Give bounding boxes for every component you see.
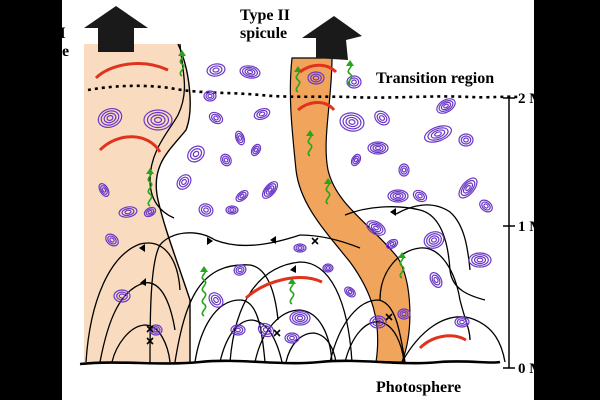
eddy	[220, 153, 232, 167]
eddy	[458, 133, 474, 147]
scale-tick-2mm: 2 Mm	[518, 91, 556, 107]
eddy	[176, 174, 192, 190]
photosphere-line	[79, 359, 501, 366]
eddy	[253, 107, 271, 121]
eddy	[284, 332, 300, 344]
eddy	[344, 286, 356, 298]
type2-label-line2: spicule	[240, 25, 287, 42]
eddy	[198, 203, 214, 217]
eddy	[339, 112, 365, 132]
wave-arrowheads	[146, 50, 406, 284]
eddy	[118, 206, 138, 218]
eddy	[289, 310, 311, 326]
eddy	[293, 243, 307, 253]
eddy	[385, 238, 399, 250]
eddy	[234, 130, 246, 146]
eddy	[206, 63, 226, 77]
eddy	[366, 220, 386, 236]
eddy	[257, 322, 275, 338]
type1-arrow	[84, 6, 148, 52]
eddy	[230, 324, 246, 336]
eddy	[374, 110, 390, 126]
eddy	[367, 141, 389, 155]
eddy	[454, 316, 470, 328]
eddy	[113, 289, 131, 303]
type2-label-line1: Type II	[240, 7, 290, 24]
eddy	[225, 205, 239, 215]
eddy	[203, 90, 217, 102]
eddy	[369, 315, 387, 329]
type1-spicule	[84, 44, 191, 362]
eddies	[97, 63, 493, 344]
eddy	[105, 233, 119, 247]
eddy	[97, 107, 123, 129]
type1-label-line2: spicule	[22, 43, 69, 60]
eddy	[307, 71, 325, 85]
type1-field-line	[155, 43, 191, 362]
eddy	[398, 163, 410, 177]
photosphere-label: Photosphere	[376, 379, 461, 396]
eddy	[397, 308, 411, 320]
scale-tick-0mm: 0 Mm	[518, 361, 556, 377]
eddy	[143, 206, 157, 218]
eddy	[479, 199, 493, 213]
eddy	[208, 111, 224, 125]
eddy	[250, 143, 262, 157]
eddy	[98, 183, 110, 197]
eddy	[424, 125, 452, 143]
eddy	[458, 177, 478, 199]
eddy	[239, 65, 261, 79]
eddy	[261, 181, 279, 199]
type1-label-line1: Type I	[22, 25, 66, 42]
height-scale	[503, 97, 515, 369]
eddy	[235, 189, 249, 203]
eddy	[143, 109, 173, 131]
eddy	[429, 272, 443, 288]
eddy	[322, 263, 334, 273]
eddy	[468, 252, 492, 268]
eddy	[350, 153, 362, 167]
transition-region-line	[87, 84, 519, 99]
eddy	[412, 189, 428, 203]
eddy	[436, 98, 456, 114]
type2-arrow	[302, 16, 362, 60]
eddy	[423, 231, 445, 249]
scale-tick-1mm: 1 Mm	[518, 219, 556, 235]
eddy	[208, 292, 224, 308]
transition-region-label: Transition region	[376, 70, 494, 87]
eddy	[187, 145, 205, 163]
field-arrowheads	[139, 208, 396, 286]
red-arcs	[94, 62, 467, 350]
eddy	[387, 189, 409, 203]
eddy	[233, 264, 247, 276]
reconnection-points	[146, 237, 393, 345]
